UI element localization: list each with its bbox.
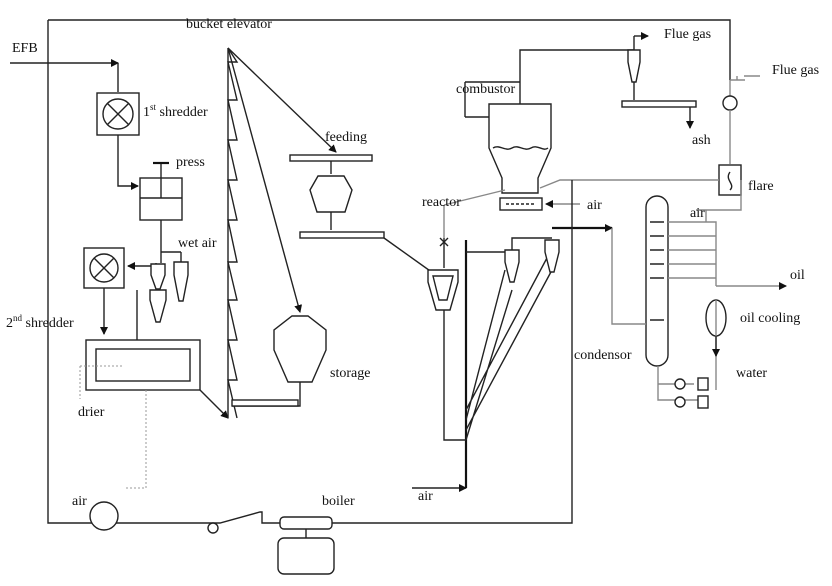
label-first-shredder: 1st shredder xyxy=(143,102,208,120)
combustor-to-cyclone-line xyxy=(519,49,634,82)
valve-2 xyxy=(697,395,709,409)
label-air-reactor: air xyxy=(587,198,602,213)
label-reactor: reactor xyxy=(422,195,461,210)
gray-process-line xyxy=(611,228,646,325)
pump-2 xyxy=(674,396,686,408)
label-wet-air: wet air xyxy=(178,236,217,251)
drier-air-dotted-line xyxy=(79,365,147,489)
air-blower xyxy=(89,501,119,531)
label-flare: flare xyxy=(748,179,774,194)
label-boiler: boiler xyxy=(322,494,355,509)
combustor xyxy=(464,81,552,211)
label-air-bottom: air xyxy=(418,489,433,504)
reactor-to-combustor-gray-line xyxy=(443,189,506,206)
flue-gas-cyclone xyxy=(627,32,649,100)
second-shredder xyxy=(83,247,125,289)
wet-air-cyclone-2 xyxy=(173,261,189,302)
label-bucket-elevator: bucket elevator xyxy=(186,17,272,32)
ash-conveyor xyxy=(621,100,697,108)
feeding-conveyor xyxy=(289,154,373,174)
flare-feed-line xyxy=(539,179,742,211)
screw-conveyor xyxy=(299,231,385,239)
label-combustor: combustor xyxy=(456,82,515,97)
outer-piping-loop xyxy=(47,19,731,524)
riser-top-line xyxy=(466,237,552,253)
riser-cyclone-lines xyxy=(465,255,553,441)
riser-cyclone-2 xyxy=(544,239,560,273)
valve-1 xyxy=(697,377,709,391)
label-air-left: air xyxy=(72,494,87,509)
label-flue-gas-2: Flue gas xyxy=(772,63,819,78)
reactor-loop-line xyxy=(443,310,466,441)
label-press: press xyxy=(176,155,205,170)
feeding-hopper xyxy=(309,175,353,230)
shredder-to-press-line xyxy=(117,135,139,190)
pump-1 xyxy=(674,378,686,390)
drier xyxy=(85,339,201,391)
boiler-pump xyxy=(207,522,219,534)
label-ash: ash xyxy=(692,133,711,148)
label-oil-cooling: oil cooling xyxy=(740,311,800,326)
storage-silo xyxy=(273,315,327,383)
label-air-column: air xyxy=(690,206,705,221)
reactor xyxy=(427,237,459,311)
wet-air-cyclone-3 xyxy=(149,289,167,323)
label-second-shredder: 2nd shredder xyxy=(6,313,74,331)
label-efb: EFB xyxy=(12,41,38,56)
bucket-elevator xyxy=(227,47,337,419)
elevator-base-conveyor xyxy=(231,399,299,407)
label-condensor: condensor xyxy=(574,348,632,363)
label-flue-gas-1: Flue gas xyxy=(664,27,711,42)
riser-cyclone-1 xyxy=(504,249,520,283)
condensor-coolant-lines xyxy=(668,210,717,286)
boiler xyxy=(277,516,335,575)
stack-fan xyxy=(722,95,738,111)
label-oil: oil xyxy=(790,268,805,283)
condensor-column xyxy=(645,195,669,367)
label-water: water xyxy=(736,366,767,381)
first-shredder xyxy=(96,92,140,136)
flare xyxy=(718,164,742,196)
wet-air-cyclone-1 xyxy=(150,263,166,290)
label-storage: storage xyxy=(330,366,370,381)
drier-to-elevator-line xyxy=(199,389,229,419)
press xyxy=(139,161,183,221)
label-feeding: feeding xyxy=(325,130,367,145)
boiler-loop-line xyxy=(205,180,573,524)
label-drier: drier xyxy=(78,405,105,420)
